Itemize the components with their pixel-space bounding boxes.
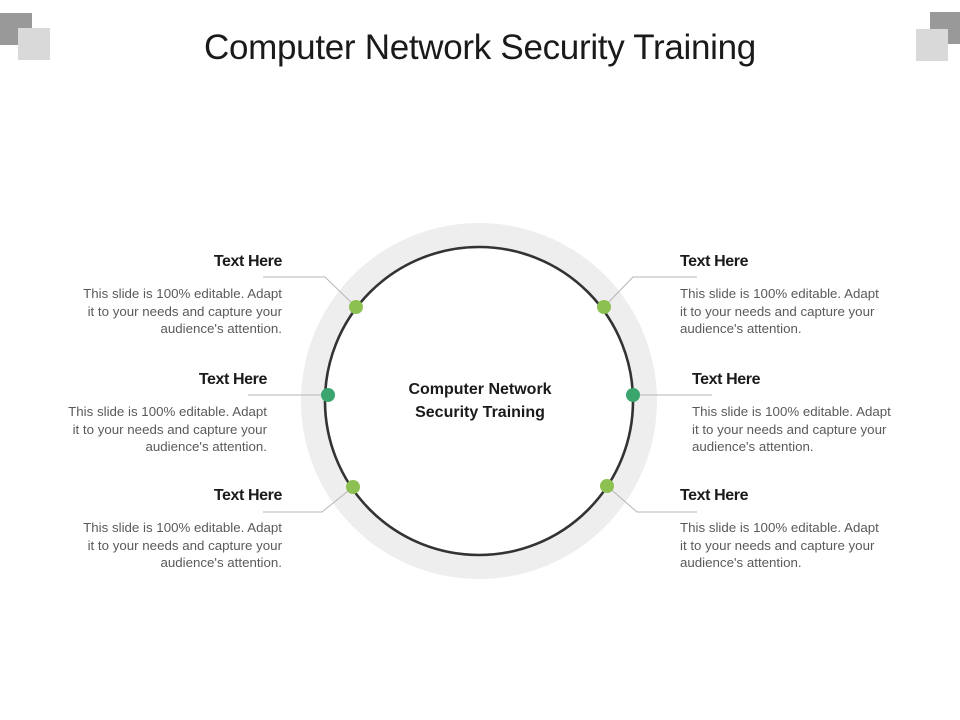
body-line: audience's attention. — [692, 439, 814, 454]
text-block-heading: Text Here — [692, 371, 761, 388]
body-line: audience's attention. — [160, 321, 282, 336]
text-block-body: This slide is 100% editable. Adapt it to… — [27, 403, 267, 456]
text-block-heading: Text Here — [213, 487, 283, 504]
dot-bottom-right — [600, 479, 614, 493]
connector-top-right — [603, 276, 697, 308]
slide-title: Computer Network Security Training — [204, 28, 756, 67]
text-block-middle-right: Text Here This slide is 100% editable. A… — [692, 370, 932, 456]
dot-middle-left — [321, 388, 335, 402]
center-label-line-1: Computer Network — [408, 381, 552, 398]
body-line: This slide is 100% editable. Adapt — [680, 520, 879, 535]
outer-ring — [301, 223, 657, 579]
connector-top-left — [263, 276, 357, 308]
text-block-body: This slide is 100% editable. Adapt it to… — [692, 403, 932, 456]
text-block-bottom-right: Text Here This slide is 100% editable. A… — [680, 486, 920, 572]
text-block-heading: Text Here — [198, 371, 268, 388]
body-line: it to your needs and capture your — [87, 537, 282, 553]
corner-decoration-top-right — [908, 0, 960, 62]
center-label-line-2: Security Training — [415, 404, 545, 421]
dot-middle-right — [626, 388, 640, 402]
body-line: audience's attention. — [160, 555, 282, 570]
text-block-body: This slide is 100% editable. Adapt it to… — [680, 519, 920, 572]
body-line: it to your needs and capture your — [680, 303, 875, 319]
corner-decoration-top-left — [0, 0, 52, 62]
body-line: it to your needs and capture your — [692, 421, 887, 437]
text-block-top-left: Text Here This slide is 100% editable. A… — [42, 252, 282, 338]
text-block-heading: Text Here — [680, 253, 749, 270]
body-line: audience's attention. — [680, 321, 802, 336]
center-label: Computer Network Security Training — [370, 378, 590, 424]
body-line: This slide is 100% editable. Adapt — [680, 286, 879, 301]
text-block-heading: Text Here — [213, 253, 283, 270]
text-block-top-right: Text Here This slide is 100% editable. A… — [680, 252, 920, 338]
body-line: This slide is 100% editable. Adapt — [83, 520, 282, 535]
dot-bottom-left — [346, 480, 360, 494]
body-line: This slide is 100% editable. Adapt — [68, 404, 267, 419]
text-block-body: This slide is 100% editable. Adapt it to… — [42, 285, 282, 338]
body-line: audience's attention. — [680, 555, 802, 570]
body-line: it to your needs and capture your — [72, 421, 267, 437]
body-line: This slide is 100% editable. Adapt — [692, 404, 891, 419]
text-block-body: This slide is 100% editable. Adapt it to… — [680, 285, 920, 338]
text-block-heading: Text Here — [680, 487, 749, 504]
connector-bottom-right — [606, 485, 697, 513]
body-line: it to your needs and capture your — [680, 537, 875, 553]
connector-bottom-left — [263, 486, 354, 513]
body-line: audience's attention. — [145, 439, 267, 454]
text-block-body: This slide is 100% editable. Adapt it to… — [42, 519, 282, 572]
text-block-middle-left: Text Here This slide is 100% editable. A… — [27, 370, 267, 456]
dot-top-right — [597, 300, 611, 314]
text-block-bottom-left: Text Here This slide is 100% editable. A… — [42, 486, 282, 572]
body-line: it to your needs and capture your — [87, 303, 282, 319]
body-line: This slide is 100% editable. Adapt — [83, 286, 282, 301]
dot-top-left — [349, 300, 363, 314]
